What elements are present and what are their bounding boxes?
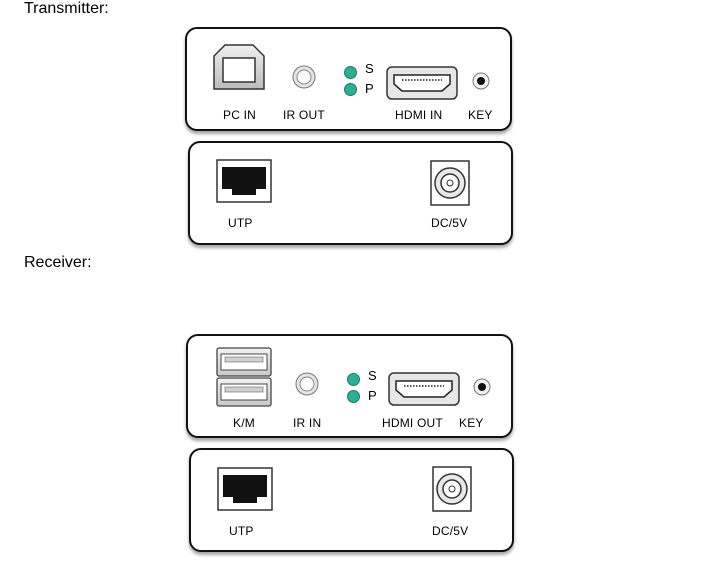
key-button-icon xyxy=(472,72,490,90)
transmitter-heading: Transmitter: xyxy=(24,0,109,17)
led-s-label: S xyxy=(365,61,374,76)
rj45-port-icon xyxy=(216,159,272,203)
receiver-heading: Receiver: xyxy=(24,254,92,271)
usb-a-ports-icon xyxy=(216,347,272,407)
utp-label: UTP xyxy=(228,216,253,230)
receiver-front-panel: K/M IR IN S P HDMI OUT KEY xyxy=(186,334,513,438)
led-s-label: S xyxy=(368,368,377,383)
hdmi-port-icon xyxy=(388,372,460,406)
hdmi-port-icon xyxy=(386,66,458,100)
km-label: K/M xyxy=(233,416,255,430)
transmitter-rear-panel: UTP DC/5V xyxy=(188,141,513,245)
dc-label: DC/5V xyxy=(432,524,469,538)
key-button-icon xyxy=(473,378,491,396)
led-p-indicator xyxy=(347,390,360,403)
led-p-label: P xyxy=(368,388,377,403)
dc-jack-icon xyxy=(430,160,470,206)
hdmi-out-label: HDMI OUT xyxy=(382,416,443,430)
led-p-label: P xyxy=(365,81,374,96)
ir-jack-icon xyxy=(292,65,316,89)
dc-jack-icon xyxy=(432,466,472,512)
led-s-indicator xyxy=(344,66,357,79)
receiver-rear-panel: UTP DC/5V xyxy=(189,448,514,552)
key-label: KEY xyxy=(459,416,484,430)
rj45-port-icon xyxy=(217,467,273,511)
ir-jack-icon xyxy=(295,372,319,396)
transmitter-front-panel: PC IN IR OUT S P HDMI IN KEY xyxy=(185,27,512,131)
hdmi-in-label: HDMI IN xyxy=(395,108,443,122)
ir-out-label: IR OUT xyxy=(283,108,325,122)
key-label: KEY xyxy=(468,108,493,122)
utp-label: UTP xyxy=(229,524,254,538)
pc-in-label: PC IN xyxy=(223,108,257,122)
usb-b-port-icon xyxy=(213,44,265,90)
dc-label: DC/5V xyxy=(431,216,468,230)
led-s-indicator xyxy=(347,373,360,386)
led-p-indicator xyxy=(344,83,357,96)
ir-in-label: IR IN xyxy=(293,416,322,430)
